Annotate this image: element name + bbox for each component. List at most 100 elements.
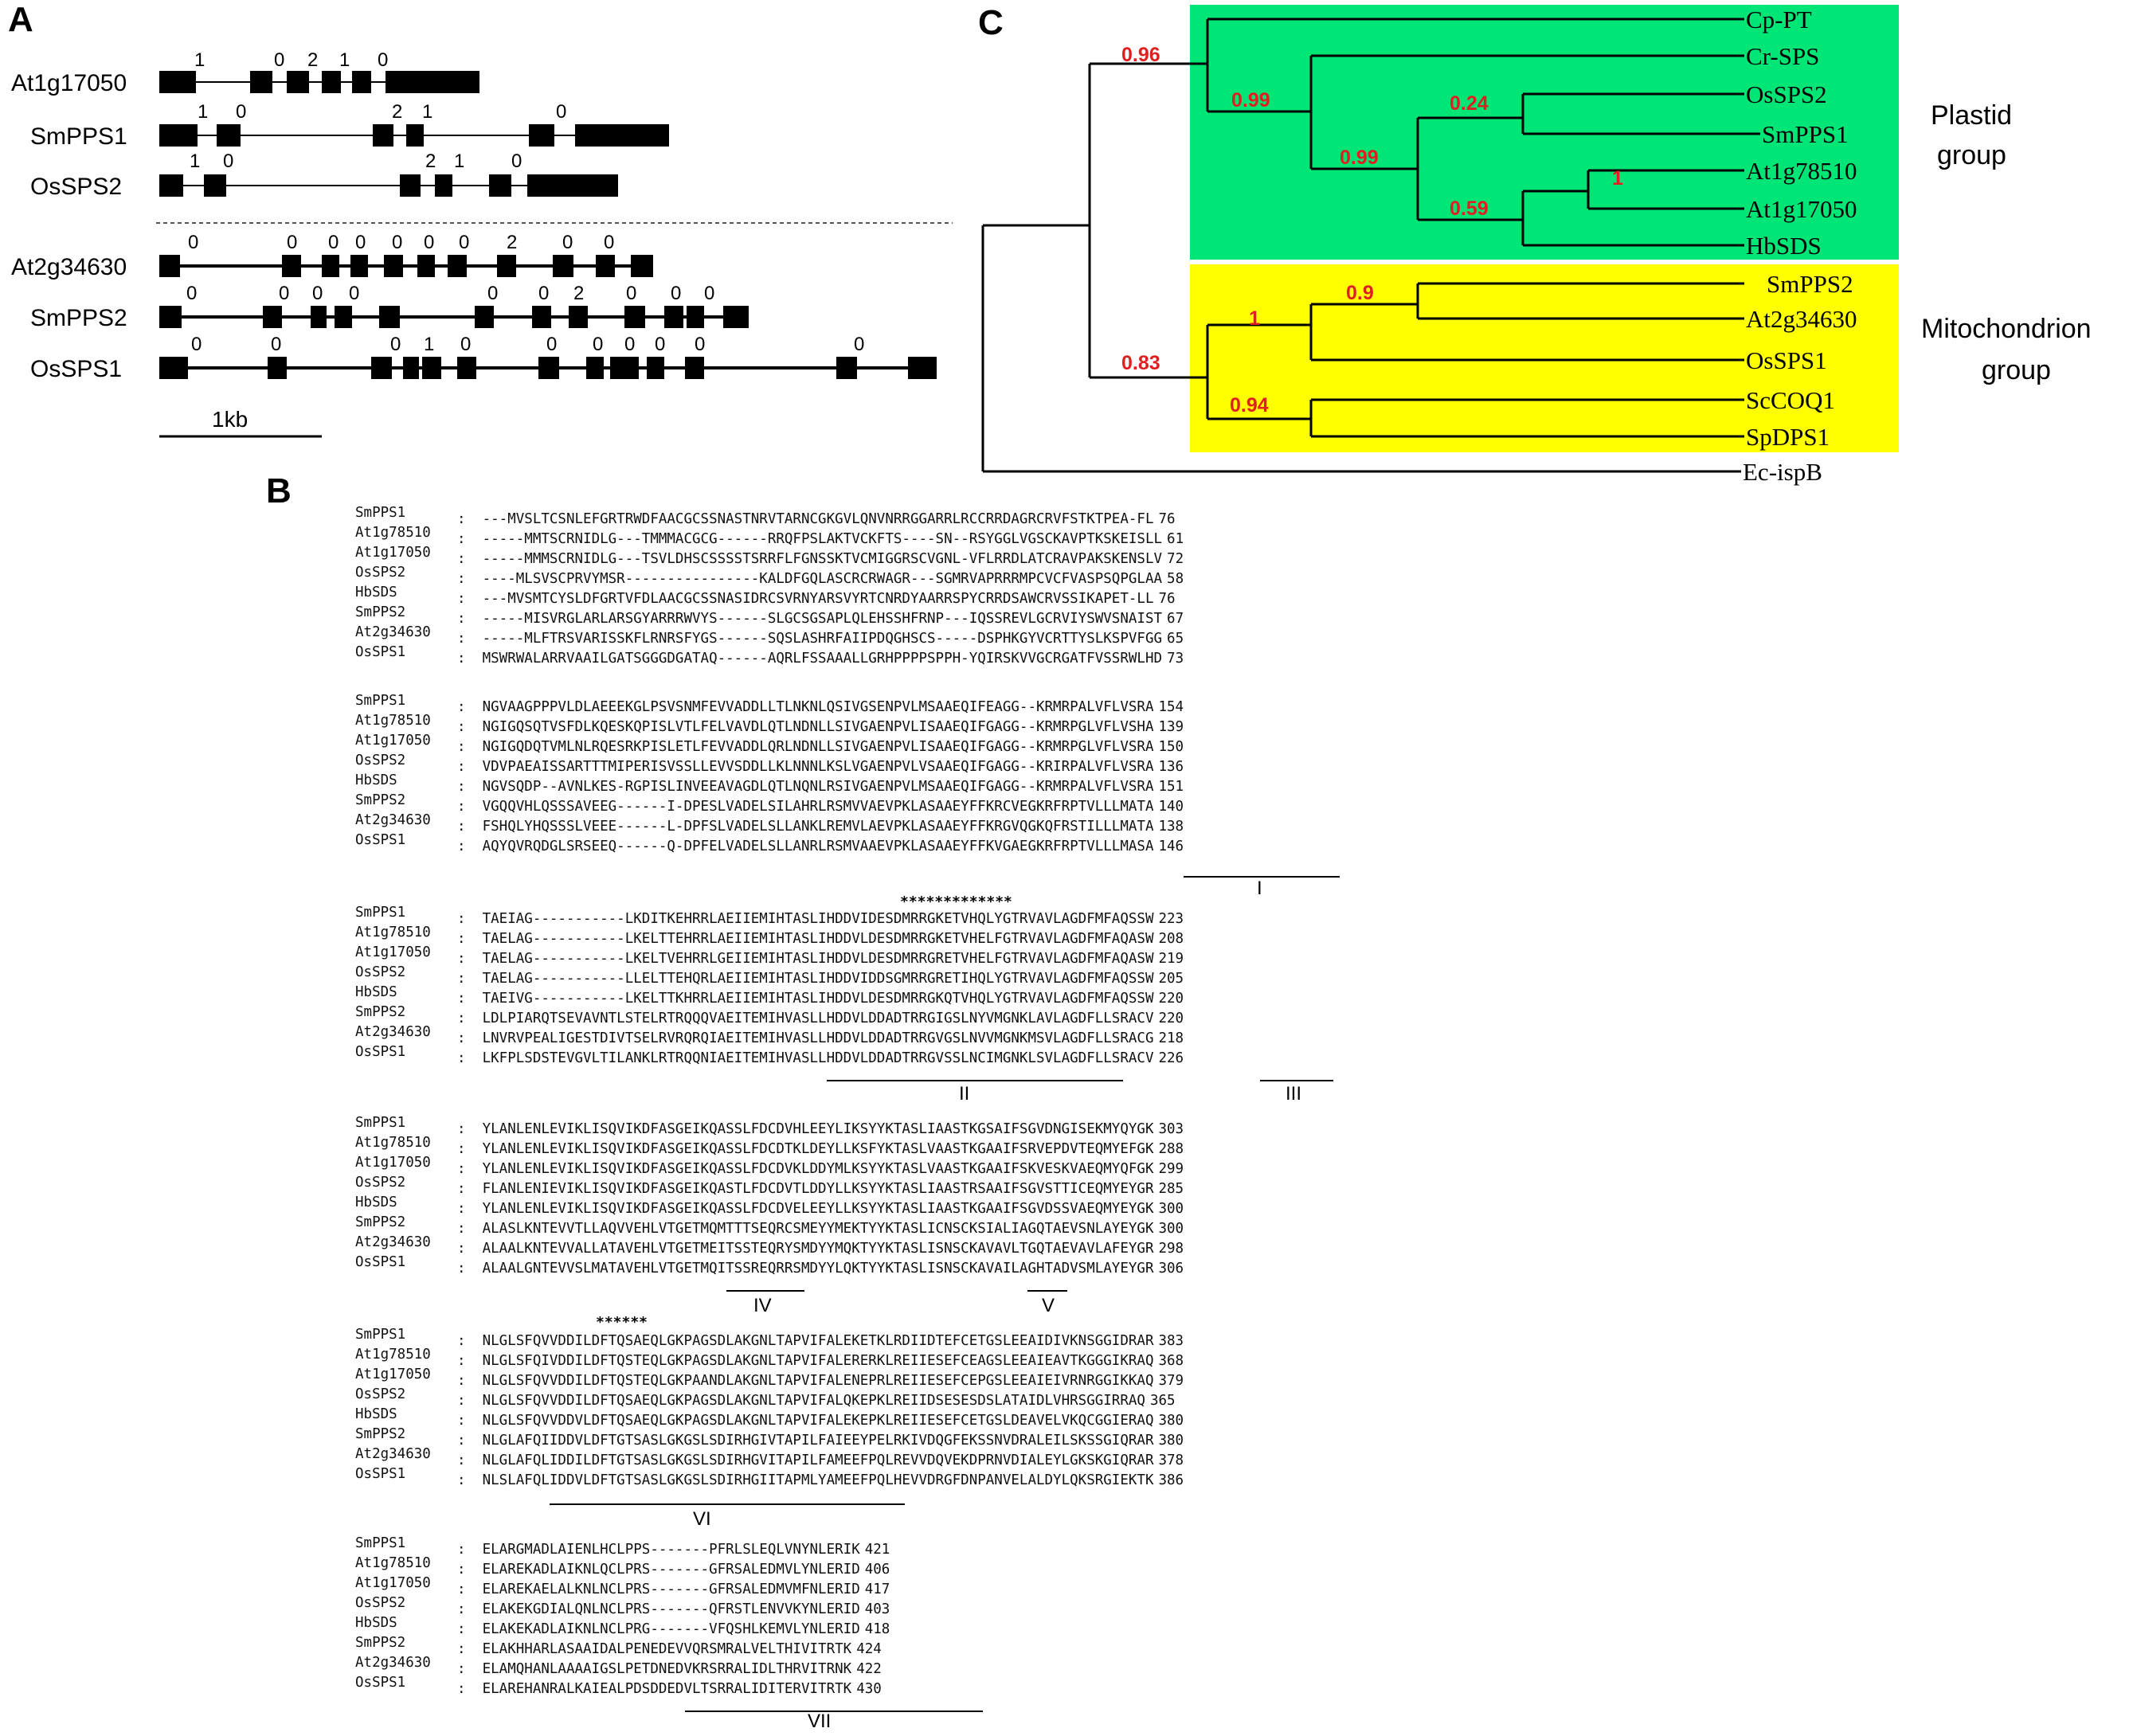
- exon: [529, 124, 554, 147]
- exon: [448, 255, 467, 277]
- phase: 0: [378, 49, 388, 71]
- sequence-residues: ELAKHHARLASAAIDALPENEDEVVQRSMRALVELTHIVI…: [482, 1641, 852, 1657]
- phase: 1: [194, 49, 205, 71]
- phase: 0: [424, 232, 434, 253]
- exon: [159, 306, 182, 328]
- residue-count: 140: [1158, 799, 1184, 815]
- sequence-residues: ELAKEKGDIALQNLNCLPRS-------QFRSTLENVVKYN…: [482, 1601, 860, 1617]
- mito-genes: At2g34630 0 0 0 0 0 0 0 2 0 0 SmPPS2: [11, 232, 937, 382]
- exon: [250, 71, 272, 93]
- taxon-label: Cr-SPS: [1746, 42, 1819, 70]
- gene-label-ossps2: OsSPS2: [30, 174, 122, 200]
- sequence-residues: NGVSQDP--AVNLKES-RGPISLINVEEAVAGDLQTLNQN…: [482, 779, 1154, 795]
- alignment-row: At1g78510: NLGLSFQIVDDILDFTQSTEQLGKPAGSD…: [355, 1345, 1184, 1369]
- residue-count: 300: [1158, 1201, 1184, 1217]
- phase: 2: [425, 151, 436, 172]
- residue-count: 303: [1158, 1121, 1184, 1137]
- exon: [532, 306, 551, 328]
- bootstrap-value: 0.99: [1340, 147, 1379, 169]
- exon: [350, 255, 368, 277]
- sequence-residues: NLGLAFQLIDDILDFTGTSASLGKGSLSDIRHGVITAPIL…: [482, 1453, 1154, 1468]
- separator: :: [457, 1181, 483, 1197]
- bootstrap-value: 0.96: [1121, 44, 1160, 66]
- phase: 0: [624, 334, 635, 355]
- sequence-name: OsSPS1: [355, 1675, 406, 1691]
- phase: 0: [312, 283, 323, 304]
- phase: 0: [287, 232, 297, 253]
- alignment-row: OsSPS1: NLSLAFQLIDDVLDFTGTSASLGKGSLSDIRH…: [355, 1464, 1184, 1488]
- alignment-row: OsSPS1: MSWRWALARRVAAILGATSGGGDGATAQ----…: [355, 643, 1184, 667]
- exon: [159, 124, 198, 147]
- exon: [322, 255, 339, 277]
- exon: [217, 124, 241, 147]
- residue-count: 421: [864, 1542, 890, 1558]
- motif-label: V: [1042, 1295, 1055, 1316]
- separator: :: [457, 1141, 483, 1157]
- alignment-row: SmPPS1: ELARGMADLAIENLHCLPPS-------PFRLS…: [355, 1534, 890, 1558]
- exon: [159, 357, 188, 379]
- sequence-name: SmPPS1: [355, 693, 406, 709]
- sequence-name: At1g78510: [355, 525, 431, 541]
- alignment-row: OsSPS2: TAELAG-----------LLELTTEHQRLAEII…: [355, 963, 1184, 987]
- exon: [723, 306, 749, 328]
- separator: :: [457, 1641, 483, 1657]
- motif-label: II: [959, 1083, 970, 1105]
- alignment-row: At1g17050: YLANLENLEVIKLISQVIKDFASGEIKQA…: [355, 1153, 1184, 1177]
- residue-count: 72: [1167, 551, 1184, 567]
- residue-count: 139: [1158, 719, 1184, 735]
- separator: :: [457, 631, 483, 647]
- sequence-residues: ----MLSVSCPRVYMSR----------------KALDFGQ…: [482, 571, 1163, 587]
- alignment-row: SmPPS1: ---MVSLTCSNLEFGRTRWDFAACGCSSNAST…: [355, 503, 1176, 527]
- sequence-residues: NLGLSFQVVDDILDFTQSAEQLGKPAGSDLAKGNLTAPVI…: [482, 1333, 1154, 1349]
- motif-underline: [726, 1290, 804, 1292]
- sequence-name: OsSPS2: [355, 565, 406, 581]
- separator: :: [457, 1011, 483, 1026]
- residue-count: 403: [864, 1601, 890, 1617]
- sequence-residues: ---MVSMTCYSLDFGRTVFDLAACGCSSNASIDRCSVRNY…: [482, 591, 1154, 607]
- sequence-name: HbSDS: [355, 1615, 397, 1631]
- exon: [384, 255, 403, 277]
- residue-count: 380: [1158, 1413, 1184, 1429]
- alignment-row: OsSPS1: AQYQVRQDGLSRSEEQ------Q-DPFELVAD…: [355, 831, 1184, 854]
- sequence-name: At1g17050: [355, 1155, 431, 1171]
- residue-count: 61: [1167, 531, 1184, 547]
- sequence-residues: NLGLAFQIIDDVLDFTGTSASLGKGSLSDIRHGIVTAPIL…: [482, 1433, 1154, 1449]
- sequence-name: At2g34630: [355, 812, 431, 828]
- phase: 0: [460, 334, 471, 355]
- alignment-row: At1g78510: ELAREKADLAIKNLQCLPRS-------GF…: [355, 1554, 890, 1578]
- separator: :: [457, 1413, 483, 1429]
- residue-count: 154: [1158, 699, 1184, 715]
- sequence-residues: ELAREKAELALKNLNCLPRS-------GFRSALEDMVMFN…: [482, 1582, 860, 1597]
- residue-count: 150: [1158, 739, 1184, 755]
- exon: [664, 306, 683, 328]
- residue-count: 379: [1158, 1373, 1184, 1389]
- separator: :: [457, 511, 483, 527]
- panel-letter-b: B: [266, 471, 292, 510]
- sequence-residues: FLANLENIEVIKLISQVIKDFASGEIKQASTLFDCDVTLD…: [482, 1181, 1154, 1197]
- residue-count: 406: [864, 1562, 890, 1578]
- sequence-residues: ALASLKNTEVVTLLAQVVEHLVTGETMQMTTTSEQRCSME…: [482, 1221, 1154, 1237]
- sequence-residues: NLGLSFQVVDDILDFTQSTEQLGKPAANDLAKGNLTAPVI…: [482, 1373, 1154, 1389]
- exon: [624, 306, 645, 328]
- phase: 0: [390, 334, 401, 355]
- exon: [403, 357, 419, 379]
- phase: 1: [339, 49, 350, 71]
- alignment-row: OsSPS2: NLGLSFQVVDDILDFTQSAEQLGKPAGSDLAK…: [355, 1385, 1176, 1409]
- sequence-residues: YLANLENLEVIKLISQVIKDFASGEIKQASSLFDCDVKLD…: [482, 1161, 1154, 1177]
- taxon-label: At1g17050: [1746, 195, 1857, 223]
- plastid-group-box: [1190, 5, 1899, 260]
- sequence-residues: NLGLSFQVVDDVLDFTQSAEQLGKPAGSDLAKGNLTAPVI…: [482, 1413, 1154, 1429]
- gene-label-at2g34630: At2g34630: [11, 254, 127, 280]
- exon: [406, 124, 424, 147]
- separator: :: [457, 1393, 483, 1409]
- exon: [596, 255, 615, 277]
- residue-count: 67: [1167, 611, 1184, 627]
- alignment-row: OsSPS2: ELAKEKGDIALQNLNCLPRS-------QFRST…: [355, 1593, 890, 1617]
- exon: [538, 357, 559, 379]
- alignment-row: HbSDS: ELAKEKADLAIKNLNCLPRG-------VFQSHL…: [355, 1613, 890, 1637]
- phase: 0: [349, 283, 359, 304]
- alignment-row: OsSPS1: ELAREHANRALKAIEALPDSDDEDVLTSRRAL…: [355, 1673, 882, 1697]
- exon: [159, 174, 183, 197]
- alignment-row: At1g78510: TAELAG-----------LKELTTEHRRLA…: [355, 923, 1184, 947]
- taxon-label: SmPPS1: [1762, 120, 1849, 148]
